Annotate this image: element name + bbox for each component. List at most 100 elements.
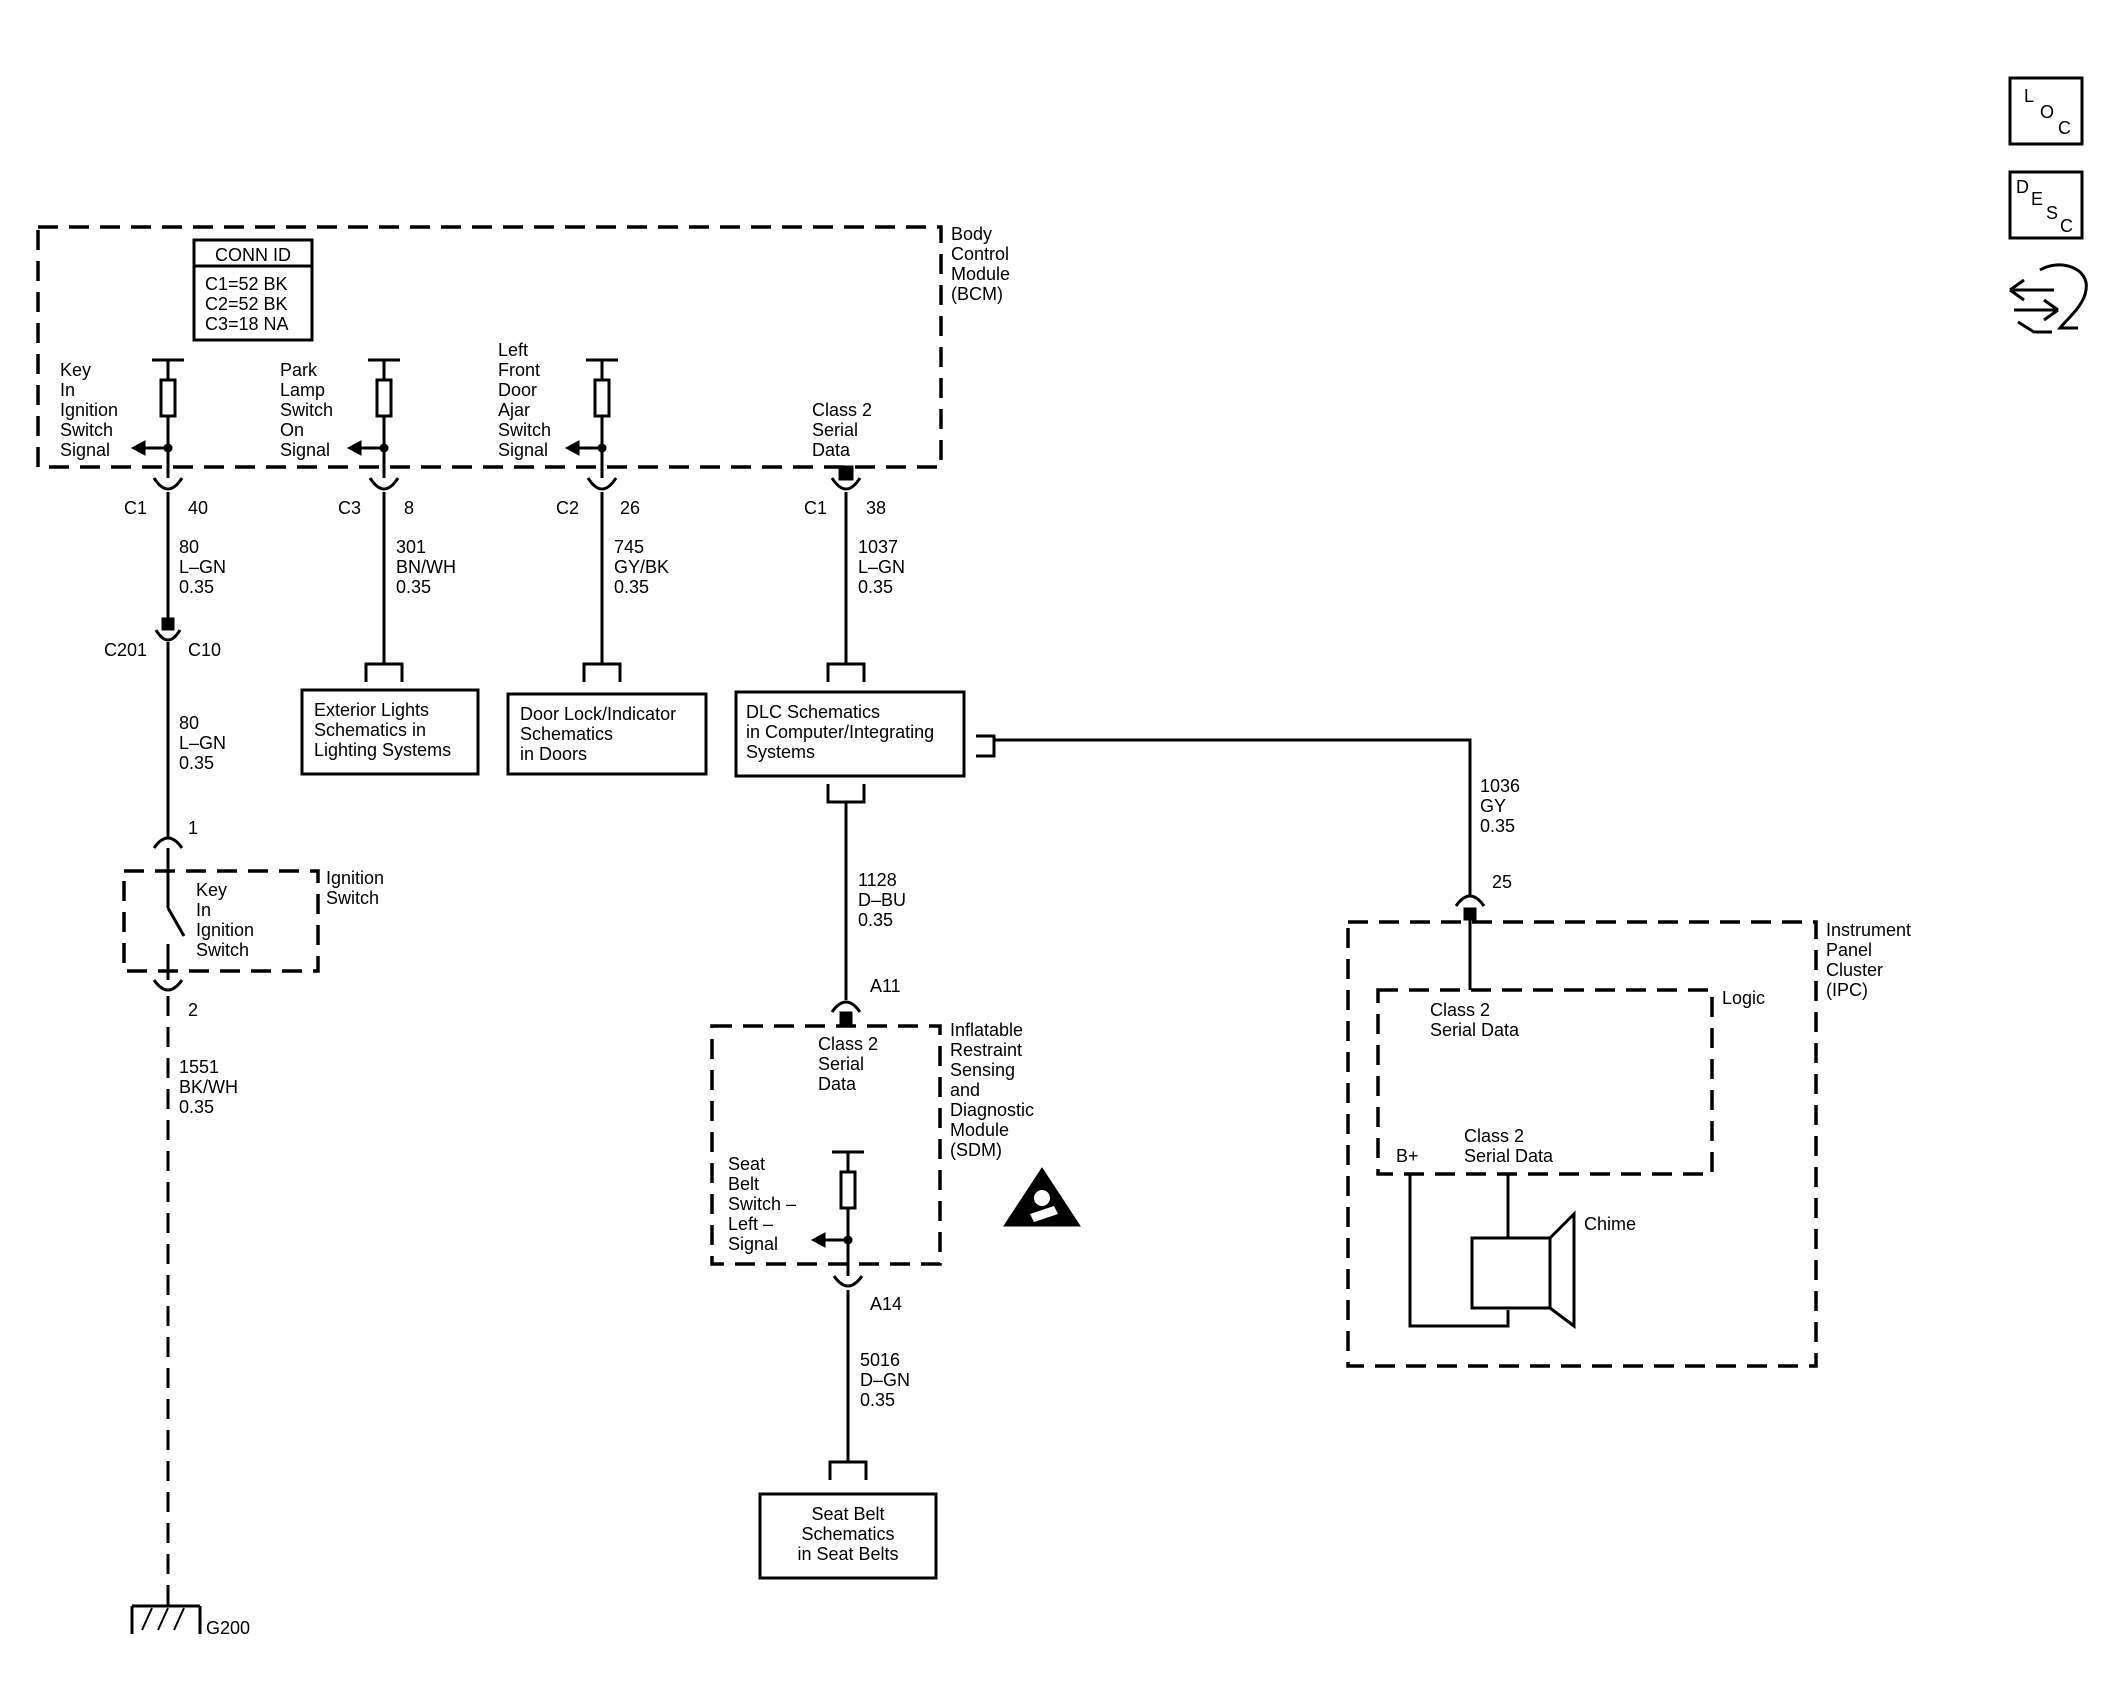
svg-text:Instrument: Instrument — [1826, 920, 1911, 940]
navigation-arrows-icon[interactable] — [2009, 263, 2088, 334]
svg-text:C1=52 BK: C1=52 BK — [205, 274, 288, 294]
svg-text:O: O — [2040, 102, 2054, 122]
svg-text:Signal: Signal — [280, 440, 330, 460]
svg-text:Cluster: Cluster — [1826, 960, 1883, 980]
pullup-resistor-1 — [130, 358, 184, 478]
ipc-bplus-label: B+ — [1396, 1146, 1419, 1166]
svg-text:BN/WH: BN/WH — [396, 557, 456, 577]
svg-text:Inflatable: Inflatable — [950, 1020, 1023, 1040]
wire-80-lower-label: 80 L–GN 0.35 — [179, 713, 226, 773]
pullup-resistor-3 — [564, 358, 618, 478]
svg-text:Door: Door — [498, 380, 537, 400]
svg-text:1551: 1551 — [179, 1057, 219, 1077]
svg-text:Switch: Switch — [280, 400, 333, 420]
svg-text:Serial Data: Serial Data — [1464, 1146, 1554, 1166]
svg-text:L–GN: L–GN — [179, 733, 226, 753]
svg-text:Signal: Signal — [728, 1234, 778, 1254]
desc-icon[interactable]: D E S C — [2008, 170, 2084, 240]
svg-text:Sensing: Sensing — [950, 1060, 1015, 1080]
svg-text:(IPC): (IPC) — [1826, 980, 1868, 1000]
svg-text:in Seat Belts: in Seat Belts — [797, 1544, 898, 1564]
sdm-label: Inflatable Restraint Sensing and Diagnos… — [950, 1020, 1034, 1160]
svg-text:0.35: 0.35 — [858, 577, 893, 597]
ignition-switch-label: Ignition Switch — [326, 868, 384, 908]
svg-text:38: 38 — [866, 498, 886, 518]
svg-text:0.35: 0.35 — [858, 910, 893, 930]
svg-text:GY/BK: GY/BK — [614, 557, 669, 577]
svg-text:Systems: Systems — [746, 742, 815, 762]
bcm-serial-data-label: Class 2 Serial Data — [812, 400, 872, 460]
dlc-right-bracket — [976, 734, 996, 758]
svg-text:0.35: 0.35 — [179, 1097, 214, 1117]
ipc-module: Instrument Panel Cluster (IPC) Logic Cla… — [1346, 920, 1911, 1368]
svg-text:In: In — [60, 380, 75, 400]
svg-text:C10: C10 — [188, 640, 221, 660]
svg-text:2: 2 — [188, 1000, 198, 1020]
svg-text:L–GN: L–GN — [858, 557, 905, 577]
svg-text:Class 2: Class 2 — [818, 1034, 878, 1054]
svg-text:5016: 5016 — [860, 1350, 900, 1370]
connector-ipc-25: 25 — [1454, 872, 1512, 921]
svg-text:Door Lock/Indicator: Door Lock/Indicator — [520, 704, 676, 724]
svg-text:Signal: Signal — [60, 440, 110, 460]
park-lamp-switch-signal-label: Park Lamp Switch On Signal — [280, 360, 333, 460]
svg-text:0.35: 0.35 — [396, 577, 431, 597]
dlc-reference[interactable]: DLC Schematics in Computer/Integrating S… — [734, 690, 966, 778]
svg-text:Panel: Panel — [1826, 940, 1872, 960]
svg-text:in Doors: in Doors — [520, 744, 587, 764]
svg-text:Front: Front — [498, 360, 540, 380]
svg-text:Module: Module — [950, 1120, 1009, 1140]
svg-text:L: L — [2024, 86, 2034, 106]
svg-text:80: 80 — [179, 537, 199, 557]
svg-text:Diagnostic: Diagnostic — [950, 1100, 1034, 1120]
svg-text:C2=52 BK: C2=52 BK — [205, 294, 288, 314]
svg-text:C2: C2 — [556, 498, 579, 518]
svg-text:C201: C201 — [104, 640, 147, 660]
wire-301-label: 301 BN/WH 0.35 — [396, 537, 456, 597]
svg-text:Ignition: Ignition — [60, 400, 118, 420]
door-lock-reference[interactable]: Door Lock/Indicator Schematics in Doors — [506, 692, 708, 776]
loc-icon[interactable]: L O C — [2008, 76, 2084, 146]
svg-text:Class 2: Class 2 — [812, 400, 872, 420]
svg-text:In: In — [196, 900, 211, 920]
connector-c3-8: C3 8 — [338, 477, 414, 518]
svg-text:Control: Control — [951, 244, 1009, 264]
svg-text:8: 8 — [404, 498, 414, 518]
svg-text:GY: GY — [1480, 796, 1506, 816]
svg-text:0.35: 0.35 — [1480, 816, 1515, 836]
svg-text:1: 1 — [188, 818, 198, 838]
chime-label: Chime — [1584, 1214, 1636, 1234]
dlc-top-bracket — [826, 662, 866, 682]
svg-text:Schematics: Schematics — [520, 724, 613, 744]
svg-text:25: 25 — [1492, 872, 1512, 892]
seat-belt-reference[interactable]: Seat Belt Schematics in Seat Belts — [758, 1492, 938, 1580]
ipc-logic-block — [1376, 988, 1714, 1176]
wire-1036-label: 1036 GY 0.35 — [1480, 776, 1520, 836]
svg-text:C: C — [2058, 118, 2071, 138]
ipc-label: Instrument Panel Cluster (IPC) — [1826, 920, 1911, 1000]
wire-80-upper-label: 80 L–GN 0.35 — [179, 537, 226, 597]
ground-icon: G200 — [130, 1592, 250, 1638]
dlc-bottom-bracket — [826, 784, 866, 804]
ignition-switch: 1 2 Key In Ignition Switch Ignition Swit… — [122, 818, 384, 1020]
connector-c1-40: C1 40 — [124, 477, 208, 518]
svg-text:Class 2: Class 2 — [1430, 1000, 1490, 1020]
svg-text:CONN ID: CONN ID — [215, 245, 291, 265]
svg-text:Restraint: Restraint — [950, 1040, 1022, 1060]
svg-text:Switch: Switch — [196, 940, 249, 960]
svg-text:Exterior Lights: Exterior Lights — [314, 700, 429, 720]
svg-text:(BCM): (BCM) — [951, 284, 1003, 304]
pullup-resistor-2 — [346, 358, 400, 478]
exterior-lights-reference[interactable]: Exterior Lights Schematics in Lighting S… — [300, 688, 480, 776]
wire-1037-label: 1037 L–GN 0.35 — [858, 537, 905, 597]
svg-text:Ajar: Ajar — [498, 400, 530, 420]
svg-text:Key: Key — [196, 880, 227, 900]
connector-c1-38: C1 38 — [804, 477, 886, 518]
ignition-switch-inner-label: Key In Ignition Switch — [196, 880, 254, 960]
svg-text:BK/WH: BK/WH — [179, 1077, 238, 1097]
svg-text:and: and — [950, 1080, 980, 1100]
conn-id-table: CONN ID C1=52 BK C2=52 BK C3=18 NA — [192, 238, 314, 342]
sdm-serial-data-label: Class 2 Serial Data — [818, 1034, 878, 1094]
svg-text:Left –: Left – — [728, 1214, 773, 1234]
seat-belt-bracket — [828, 1460, 868, 1480]
